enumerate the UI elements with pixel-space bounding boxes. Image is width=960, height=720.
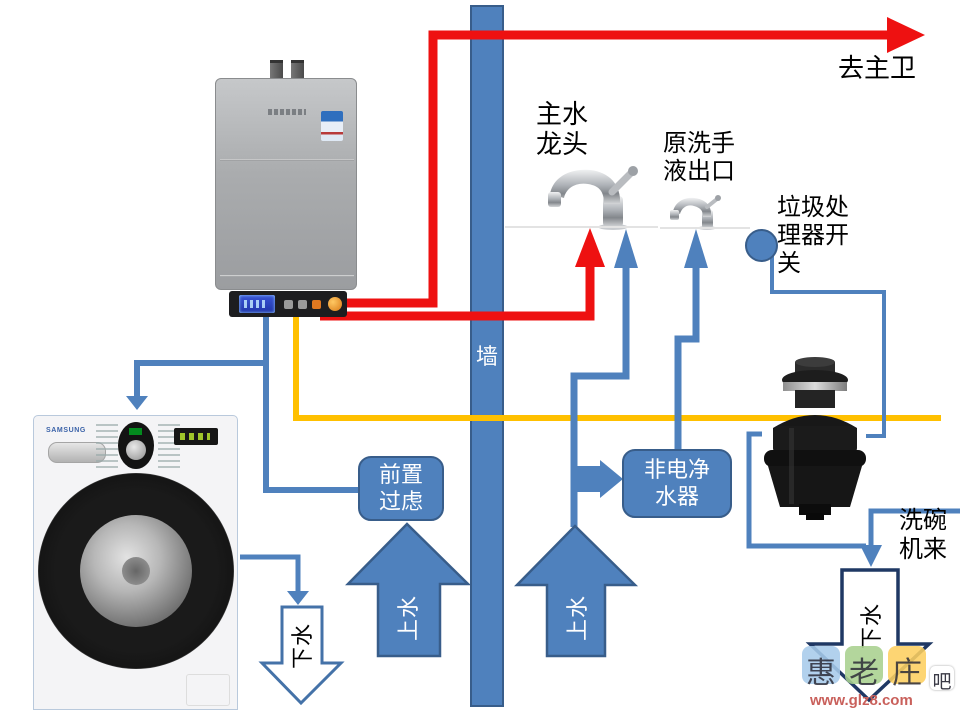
purifier-label-line2: 水器 [654,484,699,510]
label-soap-outlet: 原洗手 液出口 [663,129,735,185]
disposal-upper-body [773,426,857,454]
purifier-box: 非电净 水器 [622,449,732,518]
wall-label: 墙 [475,345,498,370]
program-text [96,424,118,468]
label-dishwasher-in: 洗碗 机来 [899,506,947,564]
heater-seam [220,159,354,161]
washer-dial [118,422,154,469]
disposal-inlet-top [795,357,835,367]
watermark-char: 老 [849,656,879,691]
water-heater [215,60,357,317]
blue-arrowhead-up-icon [614,229,638,268]
disposal-switch-icon [745,229,778,262]
heater-logo [268,109,306,115]
label-line: 原洗手 [663,129,735,157]
counter-line [660,227,750,229]
label-line: 主水 [536,100,589,130]
label-line: 垃圾处 [777,193,849,221]
red-pipe-main-faucet [320,264,595,321]
garbage-disposal [764,357,866,520]
watermark-url: www.glz8.com [810,692,913,709]
pre-filter-label-line1: 前置 [378,462,423,488]
faucet-lever-knob [715,195,721,201]
red-arrowhead-up-icon [575,228,605,267]
washing-machine: SAMSUNG [33,415,238,710]
label-main-faucet: 主水 龙头 [536,100,588,160]
faucet-lever [608,168,636,196]
heater-control-panel [229,291,347,317]
faucet-spout-tip [670,210,679,220]
label-line: 关 [777,249,801,277]
blue-pipe-soap-outlet [674,266,700,452]
pre-filter-box: 前置 过虑 [358,456,444,521]
counter-line [505,226,658,228]
blue-arrowhead-up-icon [684,229,708,268]
pre-filter-label-line2: 过虑 [378,489,423,515]
heater-knob [328,297,342,311]
flue-pipe-icon [291,60,304,83]
heater-lcd [239,295,275,313]
label-supply-left: 上水 [397,595,422,642]
watermark: 惠 老 庄 吧 www.glz8.com [792,630,960,718]
label-line: 龙头 [536,130,589,160]
label-line: 理器开 [777,221,849,249]
blue-pipe-heater-supply [263,312,360,493]
blue-pipe-main-faucet [570,266,630,527]
label-drain-washer: 下水 [291,623,316,670]
purifier-feed-arrowhead-icon [600,460,623,498]
label-line: 液出口 [663,157,735,185]
disposal-band [764,450,866,467]
soap-outlet-faucet-image [670,195,721,230]
faucet-lever [705,197,719,209]
flue-pipe-icon [270,60,283,83]
heater-seam [220,275,354,277]
drum-hub [122,557,150,585]
watermark-square-white [930,666,954,690]
energy-sticker [321,111,343,141]
faucet-spout-tip [548,192,561,207]
heater-button [298,300,307,309]
label-supply-mid: 上水 [566,595,591,642]
blue-arrowhead-down-icon [287,591,309,605]
disposal-clamp [783,382,847,391]
disposal-neck [795,390,835,408]
disposal-stub [806,513,824,520]
blue-arrowhead-down-icon [860,545,882,567]
filter-door [186,674,230,706]
washer-display [174,428,218,445]
red-arrowhead-right-icon [887,17,925,53]
blue-arrowhead-down-icon [126,396,148,410]
disposal-lower-body [768,466,862,507]
heater-body [215,78,357,317]
blue-pipe-washer-supply [134,360,266,396]
heater-button [284,300,293,309]
purifier-feed-shaft [576,466,600,492]
label-line: 机来 [899,535,947,563]
label-disposal-switch: 垃圾处 理器开 关 [777,193,849,277]
label-line: 洗碗 [899,506,947,534]
label-to-master-bath: 去主卫 [838,54,917,84]
washer-drain-pipe [240,554,301,592]
watermark-char: 吧 [932,671,952,693]
watermark-char: 庄 [892,656,922,691]
washer-brand: SAMSUNG [46,427,86,434]
purifier-label-line1: 非电净 [643,457,710,483]
faucet-lever-knob [628,166,638,176]
disposal-highlight [789,428,794,504]
watermark-char: 惠 [806,656,836,691]
heater-button [312,300,321,309]
